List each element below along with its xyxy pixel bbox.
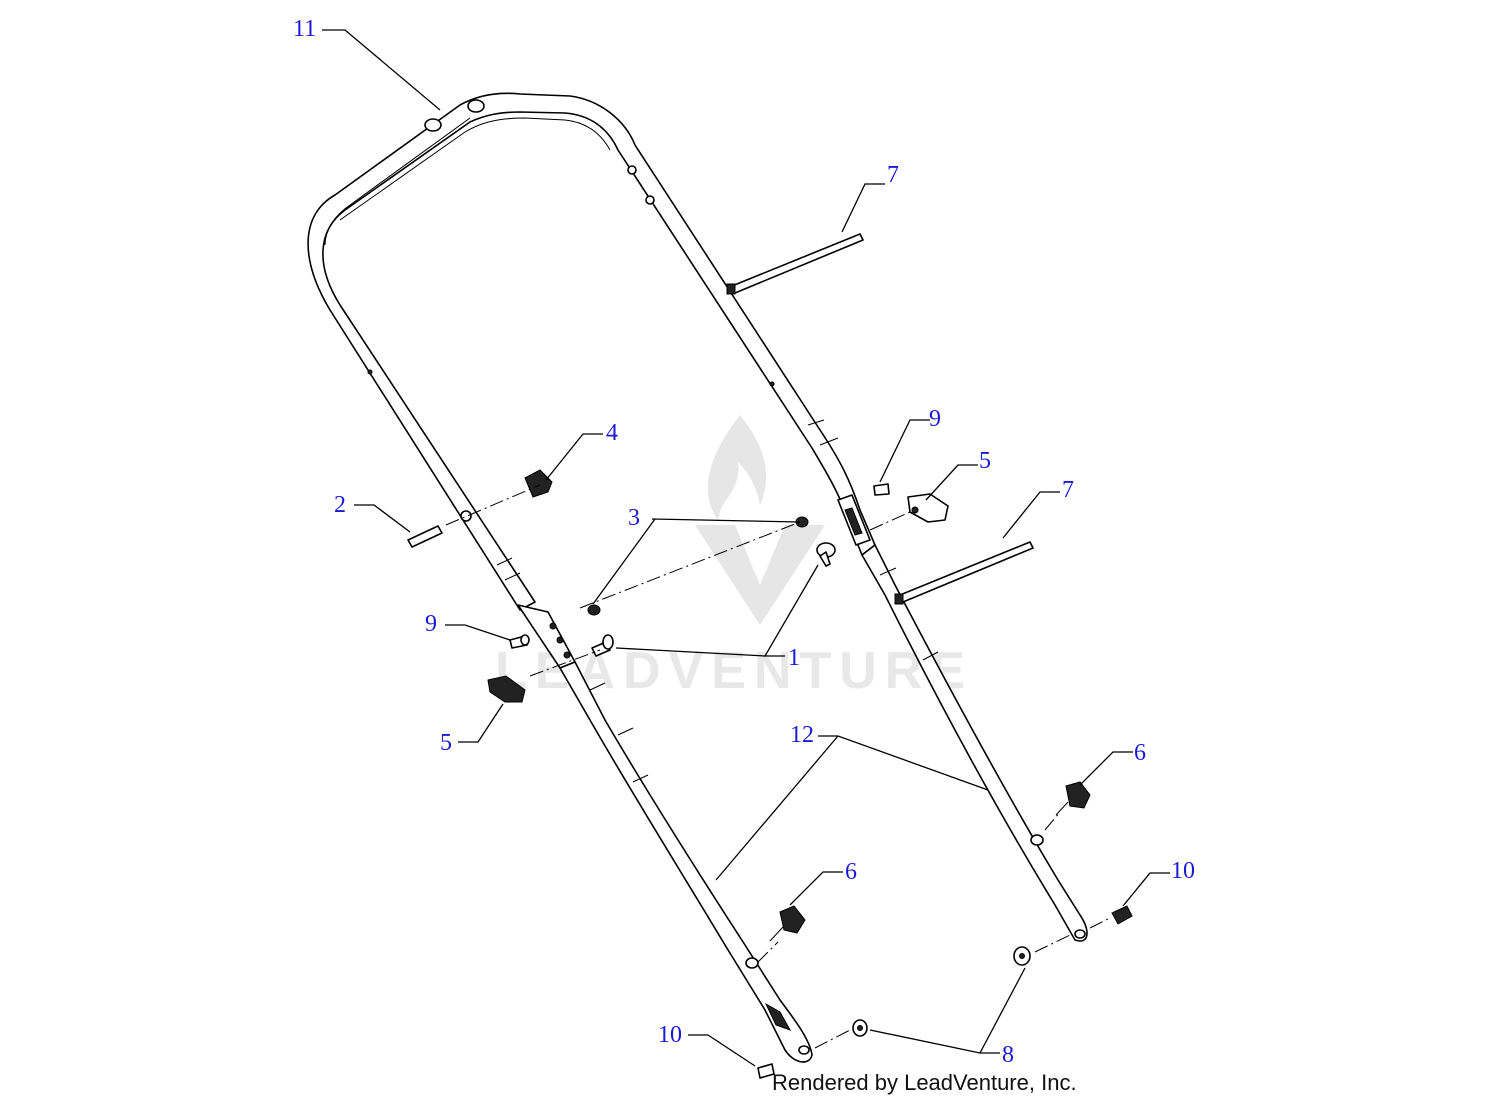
bolt-part-10-right: [1111, 905, 1133, 925]
bolt-part-1-upper: [816, 542, 836, 567]
bolt-part-1-lower: [591, 634, 614, 657]
callout-5-right: 5: [979, 448, 991, 474]
callout-5-left: 5: [440, 730, 452, 756]
bolt-part-10-left: [757, 1063, 775, 1079]
callout-9-left: 9: [425, 611, 437, 637]
screw-part-9-left: [509, 634, 530, 649]
washer-part-8-upper: [1013, 946, 1031, 966]
callout-2: 2: [334, 492, 346, 518]
callout-7-upper: 7: [887, 162, 899, 188]
callout-11: 11: [293, 16, 316, 42]
callout-6-lower: 6: [845, 859, 857, 885]
callout-1: 1: [788, 645, 800, 671]
knob-part-4: [524, 469, 553, 498]
screw-part-9-right: [873, 483, 890, 496]
callout-7-lower: 7: [1062, 477, 1074, 503]
callout-8: 8: [1002, 1042, 1014, 1068]
knob-part-5-right: [907, 493, 949, 523]
callout-10-left: 10: [658, 1022, 682, 1048]
washer-part-8-lower: [852, 1019, 868, 1037]
lower-handle-right: [861, 544, 1088, 942]
callout-12: 12: [790, 722, 814, 748]
leader-lines: [322, 29, 1170, 1067]
callout-10-right: 10: [1171, 858, 1195, 884]
callout-3: 3: [628, 505, 640, 531]
callout-4: 4: [606, 420, 618, 446]
nut-part-3-lower: [587, 604, 601, 616]
knob-part-6-upper: [1055, 781, 1091, 816]
pin-part-2: [407, 525, 443, 548]
callout-6-upper: 6: [1134, 740, 1146, 766]
callout-9-right: 9: [929, 406, 941, 432]
cable-tie-upper: [726, 233, 864, 295]
lower-handle-left: [559, 661, 813, 1063]
knob-part-5-left: [487, 675, 526, 703]
assembly-axes: [445, 484, 1111, 1049]
footer-credit: Rendered by LeadVenture, Inc.: [772, 1070, 1077, 1095]
right-pivot-bracket: [837, 494, 871, 546]
callout-labels: 11 7 7 4 2 3 9 5 9 1 5 12 6 6 10 10 8: [293, 16, 1195, 1068]
upper-handle: [307, 92, 876, 611]
cable-tie-lower: [894, 541, 1034, 605]
knob-part-6-lower: [769, 905, 806, 942]
